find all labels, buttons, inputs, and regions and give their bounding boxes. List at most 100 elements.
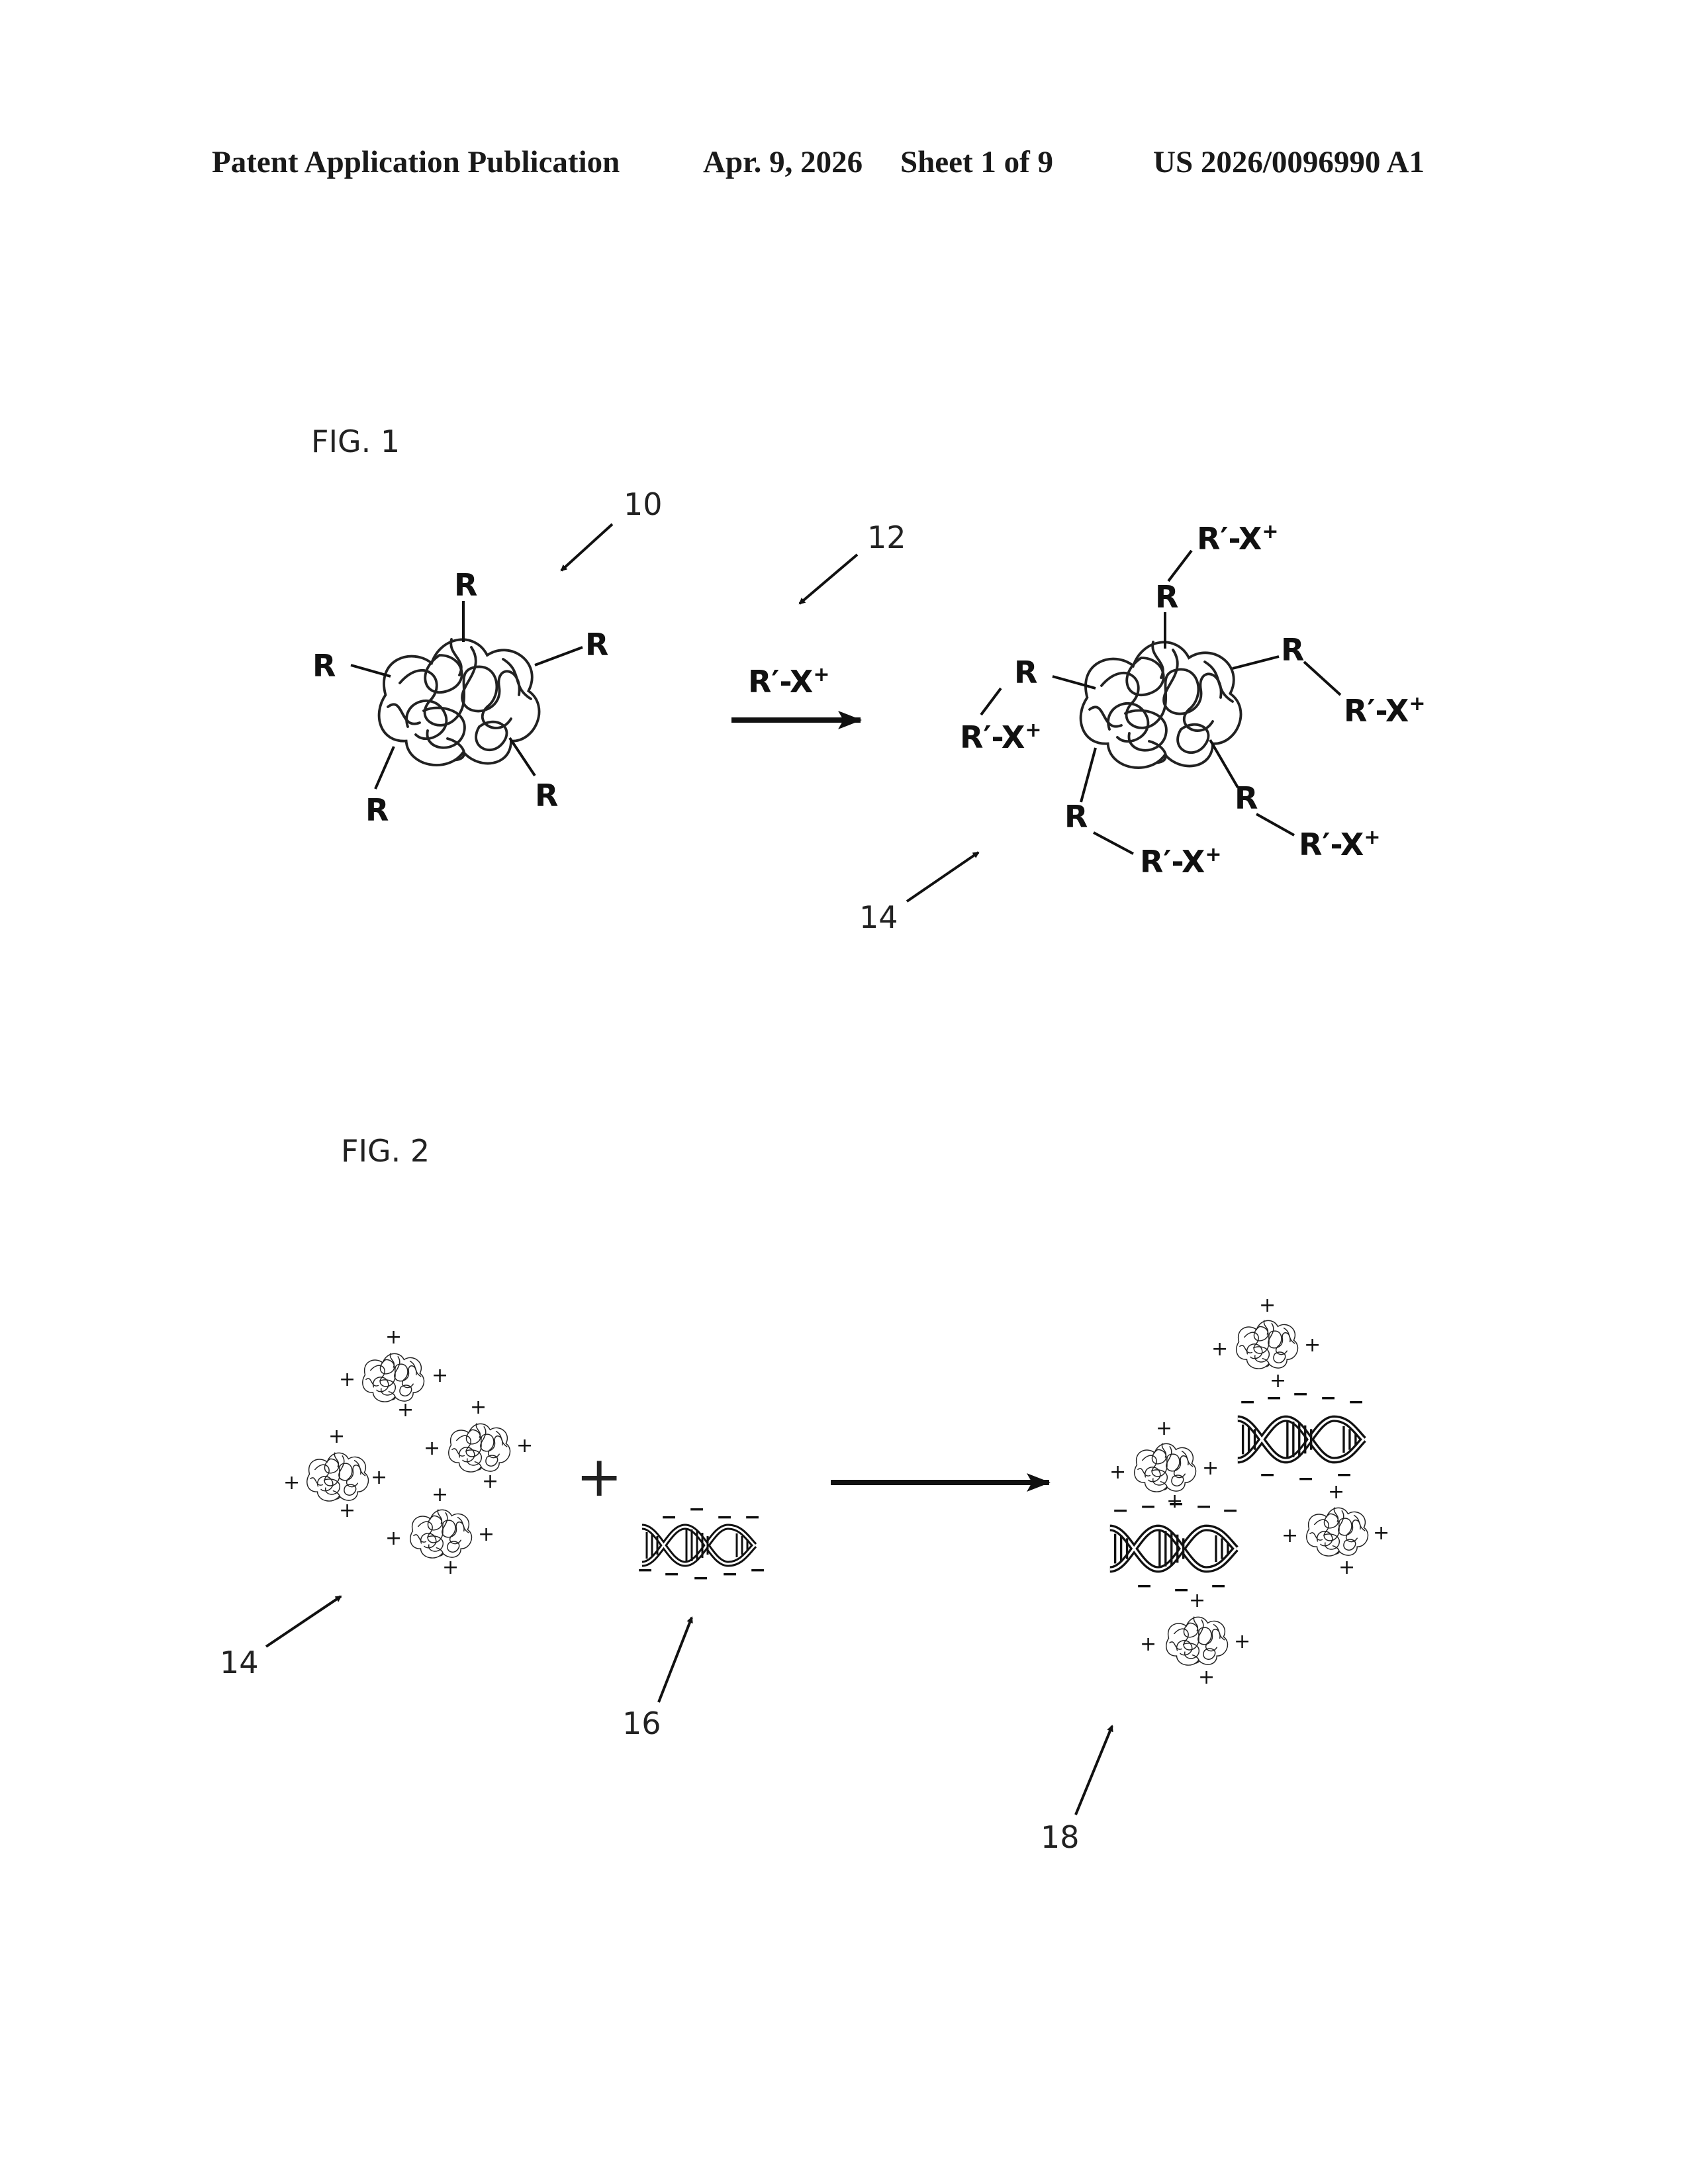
fig1-bond-bottom-right (510, 738, 535, 776)
fig1-ref-10-leader-arrow (561, 524, 612, 570)
svg-text:+: + (1338, 1556, 1355, 1579)
svg-text:+: + (397, 1398, 414, 1422)
svg-text:+: + (385, 1527, 402, 1550)
svg-text:−: − (1112, 1499, 1129, 1522)
svg-text:−: − (637, 1559, 653, 1582)
svg-text:−: − (722, 1563, 738, 1586)
svg-text:+: + (1211, 1338, 1228, 1361)
fig1-substituent-right: R′-X+ (1344, 692, 1426, 729)
fig2-cationic-protein-4: + + + + (385, 1483, 494, 1579)
fig2-complex-dna-lower: − − − − − − − − (1110, 1492, 1239, 1602)
svg-text:−: − (1266, 1387, 1282, 1410)
fig2-ref-18: 18 (1041, 1819, 1080, 1855)
fig2-complex-protein-top: + + + + (1211, 1294, 1321, 1392)
fig1-ref-14: 14 (859, 899, 898, 935)
svg-text:+: + (1140, 1633, 1156, 1656)
fig1-linker-bottom-right (1256, 814, 1294, 835)
fig2-ref-16: 16 (622, 1706, 661, 1741)
svg-text:+: + (470, 1396, 487, 1419)
fig2-cationic-protein-2: + + + + (424, 1396, 533, 1493)
fig2-plus-sign: + (576, 1444, 622, 1509)
svg-text:+: + (371, 1466, 387, 1489)
svg-text:−: − (661, 1506, 677, 1529)
fig1-substituent-left: R′-X+ (960, 719, 1042, 756)
svg-text:+: + (1198, 1666, 1215, 1689)
svg-text:−: − (1140, 1495, 1156, 1518)
svg-text:−: − (1239, 1390, 1256, 1414)
fig1-ref-12-leader-arrow (800, 555, 857, 604)
fig1-substituent-top: R′-X+ (1197, 520, 1279, 557)
svg-text:+: + (516, 1434, 533, 1457)
svg-text:+: + (1156, 1417, 1172, 1440)
svg-text:−: − (1348, 1390, 1364, 1414)
fig1-group-r-right: R (585, 627, 608, 662)
fig1-linker-bottom-left (1094, 833, 1133, 854)
svg-text:−: − (1196, 1495, 1212, 1518)
fig1-product-r-left: R (1014, 655, 1037, 690)
svg-text:+: + (432, 1364, 448, 1387)
svg-text:−: − (1136, 1574, 1152, 1598)
fig1-product-r-bottom-left: R (1064, 799, 1088, 835)
svg-text:−: − (692, 1567, 709, 1590)
svg-text:−: − (1168, 1492, 1184, 1516)
fig1-product-r-top: R (1155, 579, 1178, 615)
fig1-linker-top (1168, 551, 1192, 581)
fig1-product-bond-bottom-right (1210, 740, 1238, 788)
svg-text:+: + (482, 1470, 498, 1493)
svg-text:+: + (1109, 1461, 1126, 1484)
fig2-ref-16-leader-arrow (659, 1617, 692, 1702)
fig1-bond-bottom-left (375, 747, 394, 789)
svg-text:−: − (1259, 1463, 1276, 1486)
fig1-bond-right (535, 647, 583, 665)
svg-text:−: − (1173, 1578, 1190, 1602)
svg-text:−: − (1210, 1574, 1227, 1598)
fig1-product-r-right: R (1281, 632, 1304, 668)
fig2-ref-18-leader-arrow (1076, 1726, 1112, 1815)
fig2-ref-14: 14 (220, 1645, 259, 1680)
fig1-ref-12: 12 (867, 520, 906, 555)
svg-text:+: + (424, 1437, 440, 1460)
svg-text:−: − (1222, 1499, 1239, 1522)
svg-text:+: + (1234, 1630, 1250, 1653)
svg-text:+: + (1282, 1524, 1298, 1547)
fig2-ref-14-leader-arrow (266, 1596, 341, 1647)
svg-text:+: + (385, 1326, 402, 1349)
svg-text:−: − (1320, 1387, 1336, 1410)
fig2-complex-protein-right: + + + + (1282, 1480, 1389, 1579)
fig1-product-bond-right (1233, 657, 1279, 668)
svg-text:+: + (1373, 1522, 1389, 1545)
fig2-cationic-protein-1: + + + + (339, 1326, 448, 1422)
fig2-nucleic-acid: − − − − − − − − − (637, 1498, 766, 1590)
svg-text:+: + (328, 1425, 345, 1448)
svg-text:+: + (1304, 1334, 1321, 1357)
fig1-linker-left (981, 688, 1001, 715)
fig1-product-r-bottom-right: R (1235, 780, 1258, 816)
svg-text:−: − (663, 1563, 680, 1586)
fig1-group-r-bottom-left: R (365, 792, 389, 828)
svg-text:−: − (1292, 1383, 1309, 1406)
fig1-product-bond-bottom-left (1081, 748, 1096, 802)
fig1-group-r-bottom-right: R (535, 778, 558, 813)
svg-text:−: − (688, 1498, 705, 1521)
svg-text:−: − (744, 1506, 761, 1529)
fig1-substituent-bottom-right: R′-X+ (1299, 826, 1381, 863)
fig1-product-bond-left (1053, 676, 1096, 688)
fig1-bond-left (351, 665, 391, 676)
svg-text:−: − (1297, 1467, 1314, 1490)
svg-text:+: + (339, 1368, 355, 1391)
fig1-group-r-left: R (312, 648, 336, 684)
svg-text:+: + (339, 1499, 355, 1522)
svg-text:+: + (283, 1471, 300, 1494)
svg-text:+: + (478, 1523, 494, 1546)
svg-text:−: − (716, 1506, 733, 1529)
fig2-complex-dna-upper: − − − − − − − − (1238, 1383, 1364, 1490)
fig2-complex-protein-bottom: + + + + (1140, 1589, 1250, 1689)
fig2-cationic-protein-3: + + + + (283, 1425, 387, 1522)
fig1-substituent-bottom-left: R′-X+ (1140, 843, 1222, 880)
fig1-group-r-top: R (454, 567, 477, 603)
svg-text:+: + (1189, 1589, 1205, 1612)
fig1-ref-10: 10 (624, 486, 663, 522)
fig1-linker-right (1304, 662, 1340, 695)
svg-text:+: + (1328, 1480, 1344, 1504)
svg-text:+: + (442, 1556, 459, 1579)
